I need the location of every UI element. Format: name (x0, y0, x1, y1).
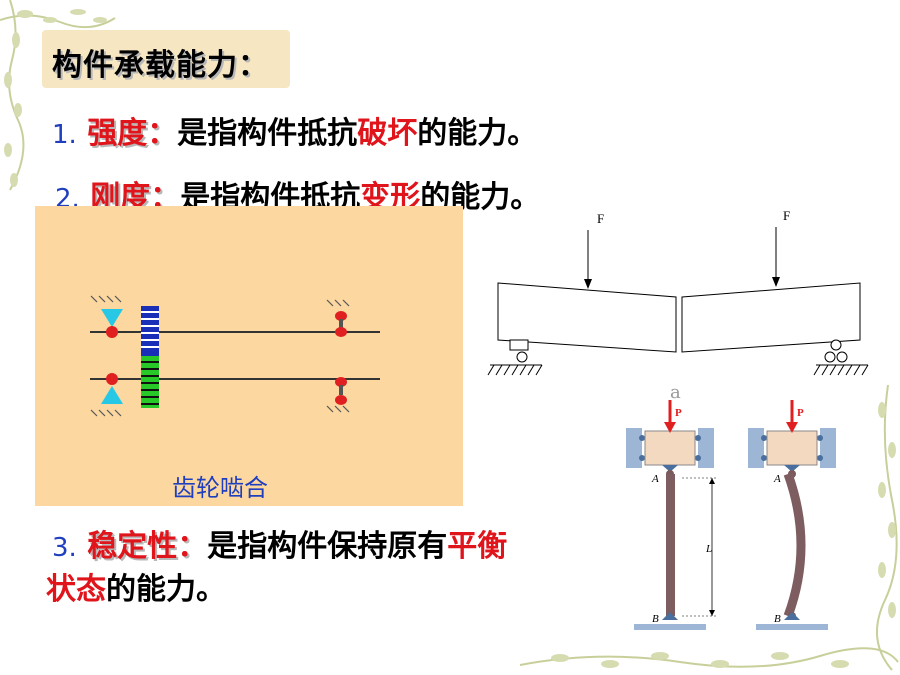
beam-deflection-diagram: F F (487, 208, 869, 376)
length-label-l: L (705, 543, 712, 555)
pin-label-b: B (652, 613, 659, 625)
gear-shaft-diagram (90, 295, 380, 417)
title-background (42, 30, 290, 88)
item-strength: 1. 强度：是指构件抵抗破坏的能力。 (52, 108, 537, 152)
item-stability: 3. 稳定性：是指构件保持原有平衡 状态的能力。 (46, 526, 592, 611)
pin-label-a: A (651, 473, 659, 485)
buckled-column: P A B (748, 400, 836, 630)
figure-caption-a: a (670, 382, 681, 403)
item-keyword: 破坏 (357, 116, 418, 151)
item-text: 是指构件抵抗 (177, 116, 358, 151)
load-label-p: P (797, 407, 804, 419)
item-number: 1. (52, 120, 77, 150)
pin-label-a: A (773, 473, 781, 485)
straight-column: P A B L (626, 400, 718, 630)
column-buckling-diagram: P A B L P A B (626, 400, 836, 630)
gear-caption: 齿轮啮合 (172, 474, 268, 502)
item-text: 的能力。 (417, 116, 538, 151)
decorative-vine-top-left (0, 0, 116, 191)
slide-title: 构件承载能力： (52, 48, 269, 83)
pin-label-b: B (774, 613, 781, 625)
item-term: 强度： (87, 116, 178, 151)
beam-force-label-left: F (597, 211, 604, 226)
decorative-vine-bottom-right (520, 384, 899, 671)
load-label-p: P (675, 407, 682, 419)
item-text: 的能力。 (106, 572, 226, 607)
item-number: 3. (52, 533, 77, 563)
item-keyword: 平衡 (447, 529, 508, 564)
beam-force-label-right: F (783, 208, 790, 223)
item-term: 稳定性： (87, 529, 208, 564)
item-keyword: 状态 (46, 572, 106, 607)
gear-mesh-panel (35, 206, 463, 506)
item-text: 是指构件保持原有 (207, 529, 448, 564)
